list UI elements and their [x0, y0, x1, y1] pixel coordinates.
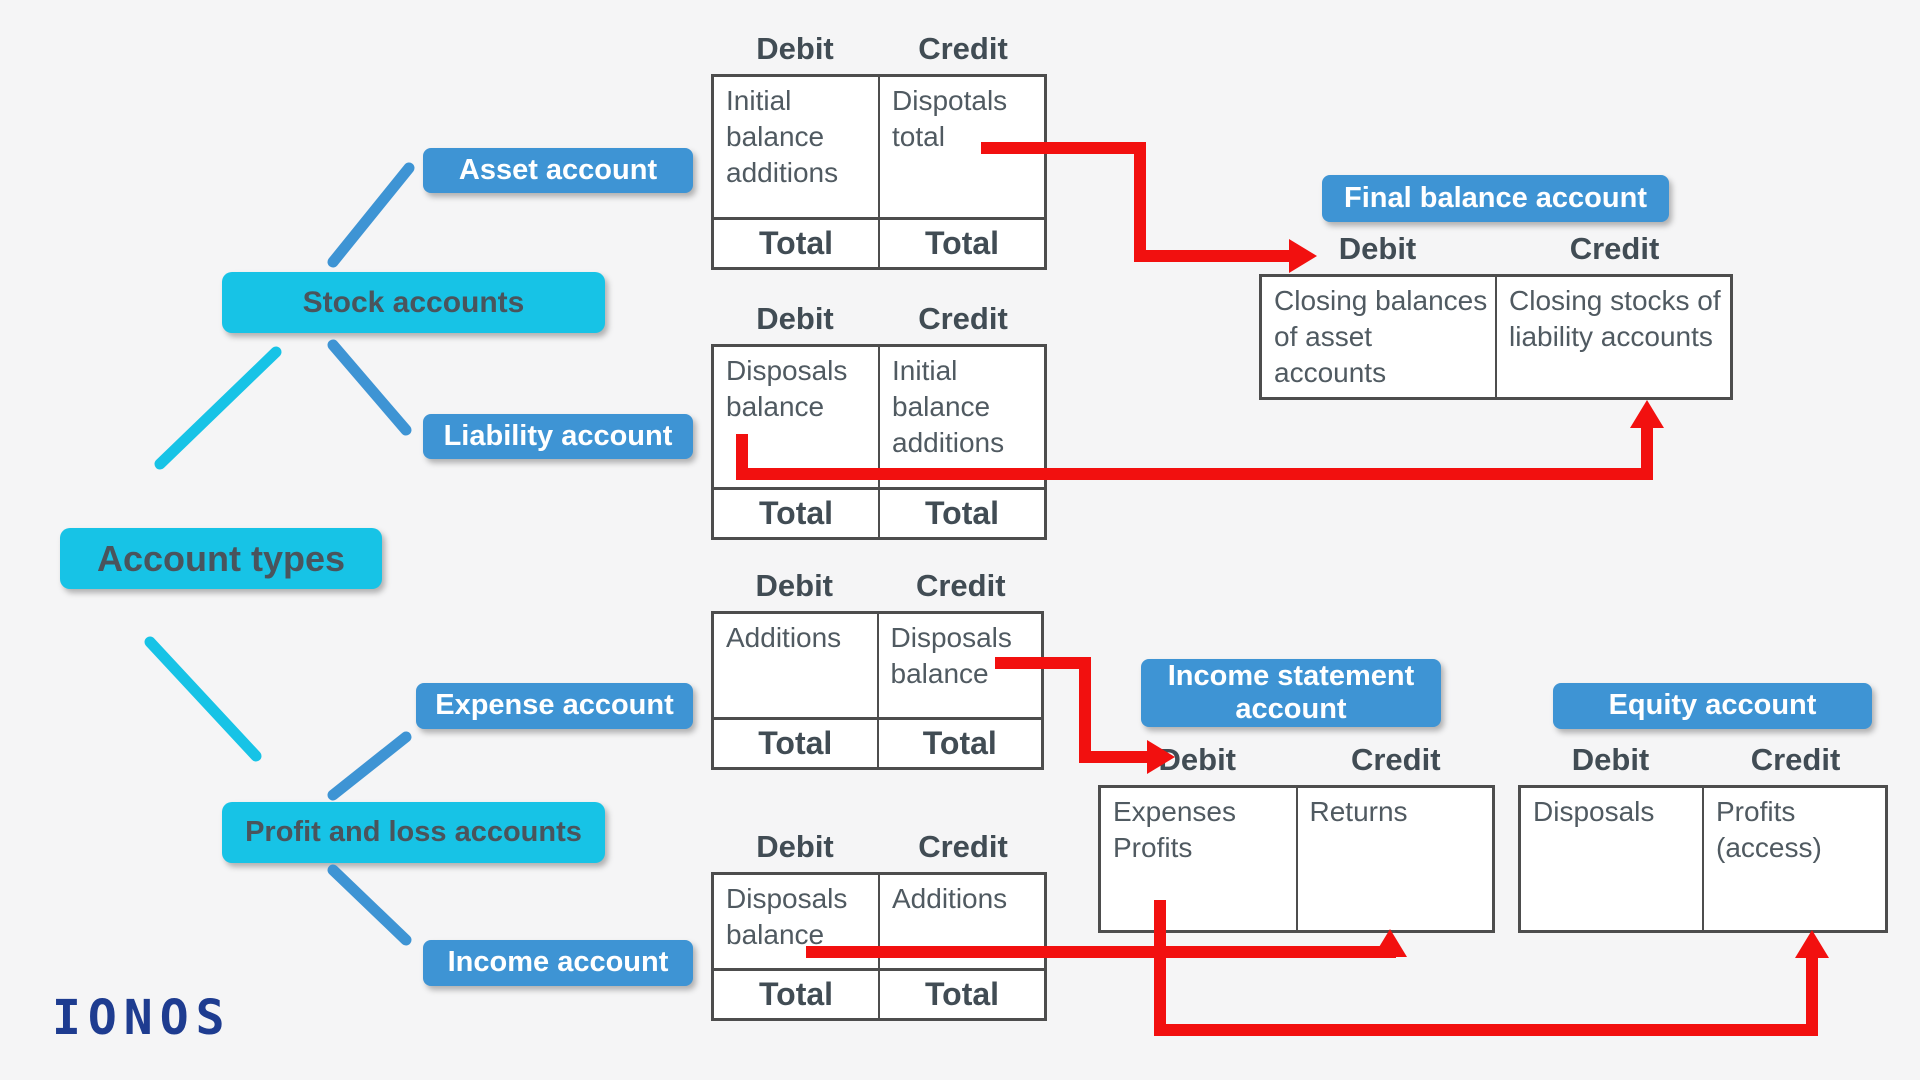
- debit-header: Debit: [1571, 742, 1650, 777]
- arrowhead-liability-to-final-balance: [1630, 400, 1664, 428]
- t-account-equity-table: Disposals Profits (access): [1518, 785, 1888, 933]
- income-credit-cell: Additions: [878, 875, 1044, 968]
- connector-profit-loss-to-income: [327, 864, 412, 946]
- asset-debit-cell: Initial balance additions: [726, 85, 839, 188]
- income-statement-debit-cell: Expenses Profits: [1113, 796, 1236, 863]
- income-credit-total: Total: [878, 971, 1044, 1018]
- debit-header: Debit: [1158, 742, 1237, 777]
- expense-credit-cell: Disposals balance: [876, 614, 1042, 717]
- connector-profit-loss-to-expense: [327, 731, 412, 801]
- expense-credit-total: Total: [876, 720, 1042, 767]
- arrowhead-income-to-income-statement: [1373, 929, 1407, 957]
- t-account-income-statement: Debit Credit Expenses Profits Returns: [1098, 741, 1495, 933]
- credit-header: Credit: [918, 829, 1008, 864]
- box-income-account: Income account: [423, 940, 693, 986]
- ionos-logo: IONOS: [52, 990, 232, 1046]
- credit-header: Credit: [1569, 231, 1660, 266]
- t-account-final-balance-headers: Debit Credit: [1259, 230, 1733, 268]
- asset-debit-total: Total: [758, 225, 834, 262]
- debit-header: Debit: [756, 301, 834, 336]
- t-account-final-balance: Debit Credit Closing balances of asset a…: [1259, 230, 1733, 400]
- t-account-liability-table: Disposals balance Initial balance additi…: [711, 344, 1047, 540]
- income-debit-cell: Disposals balance: [726, 883, 848, 950]
- arrowhead-income-statement-to-equity: [1795, 930, 1829, 958]
- liability-credit-cell: Initial balance additions: [878, 347, 1044, 487]
- liability-debit-total: Total: [758, 495, 834, 532]
- t-account-income-table: Disposals balance Additions Total Total: [711, 872, 1047, 1021]
- box-profit-loss-accounts-label: Profit and loss accounts: [245, 816, 582, 848]
- credit-header: Credit: [918, 301, 1008, 336]
- asset-credit-cell: Dispotals total: [878, 77, 1044, 217]
- t-account-income-statement-table: Expenses Profits Returns: [1098, 785, 1495, 933]
- credit-header: Credit: [918, 31, 1008, 66]
- t-account-equity: Debit Credit Disposals Profits (access): [1518, 741, 1888, 933]
- credit-header: Credit: [1750, 742, 1841, 777]
- t-account-expense-table: Additions Disposals balance Total Total: [711, 611, 1044, 770]
- t-account-liability-headers: Debit Credit: [711, 300, 1047, 338]
- asset-credit-total: Total: [878, 220, 1044, 267]
- box-account-types: Account types: [60, 528, 382, 589]
- connector-stock-to-asset: [327, 162, 415, 268]
- box-asset-account: Asset account: [423, 148, 693, 193]
- equity-credit-cell: Profits (access): [1702, 788, 1885, 930]
- liability-debit-cell: Disposals balance: [726, 355, 848, 422]
- final-balance-credit-cell: Closing stocks of liability accounts: [1495, 277, 1730, 397]
- box-income-account-label: Income account: [447, 946, 669, 979]
- box-liability-account-label: Liability account: [443, 419, 673, 452]
- income-debit-total: Total: [758, 976, 834, 1013]
- expense-debit-total: Total: [758, 725, 833, 762]
- income-statement-credit-cell: Returns: [1295, 788, 1493, 930]
- connector-stock-to-liability: [327, 339, 412, 436]
- box-stock-accounts: Stock accounts: [222, 272, 605, 333]
- box-final-balance-account-label: Final balance account: [1344, 181, 1647, 214]
- box-liability-account: Liability account: [423, 414, 693, 459]
- box-profit-loss-accounts: Profit and loss accounts: [222, 802, 605, 863]
- debit-header: Debit: [756, 829, 834, 864]
- box-equity-account-label: Equity account: [1608, 689, 1817, 722]
- expense-debit-cell: Additions: [726, 622, 842, 653]
- t-account-asset-headers: Debit Credit: [711, 30, 1047, 68]
- liability-credit-total: Total: [878, 490, 1044, 537]
- debit-header: Debit: [755, 568, 834, 603]
- t-account-final-balance-table: Closing balances of asset accounts Closi…: [1259, 274, 1733, 400]
- t-account-asset: Debit Credit Initial balance additions D…: [711, 30, 1047, 270]
- t-account-liability: Debit Credit Disposals balance Initial b…: [711, 300, 1047, 540]
- credit-header: Credit: [1350, 742, 1441, 777]
- equity-debit-cell: Disposals: [1533, 796, 1655, 827]
- credit-header: Credit: [915, 568, 1006, 603]
- debit-header: Debit: [1338, 231, 1417, 266]
- t-account-equity-headers: Debit Credit: [1518, 741, 1888, 779]
- debit-header: Debit: [756, 31, 834, 66]
- t-account-income: Debit Credit Disposals balance Additions…: [711, 828, 1047, 1021]
- t-account-asset-table: Initial balance additions Dispotals tota…: [711, 74, 1047, 270]
- connector-account-types-to-profit-loss: [144, 636, 262, 762]
- t-account-expense-headers: Debit Credit: [711, 567, 1044, 605]
- final-balance-debit-cell: Closing balances of asset accounts: [1274, 285, 1488, 388]
- box-income-statement-account: Income statement account: [1141, 659, 1441, 727]
- box-stock-accounts-label: Stock accounts: [302, 285, 525, 319]
- box-final-balance-account: Final balance account: [1322, 175, 1669, 222]
- box-income-statement-account-label: Income statement account: [1167, 659, 1415, 725]
- box-expense-account-label: Expense account: [435, 689, 674, 722]
- box-account-types-label: Account types: [96, 537, 346, 579]
- box-equity-account: Equity account: [1553, 683, 1872, 729]
- box-expense-account: Expense account: [416, 683, 693, 729]
- connector-account-types-to-stock: [154, 346, 282, 470]
- t-account-expense: Debit Credit Additions Disposals balance…: [711, 567, 1044, 770]
- t-account-income-headers: Debit Credit: [711, 828, 1047, 866]
- box-asset-account-label: Asset account: [458, 153, 658, 186]
- t-account-income-statement-headers: Debit Credit: [1098, 741, 1495, 779]
